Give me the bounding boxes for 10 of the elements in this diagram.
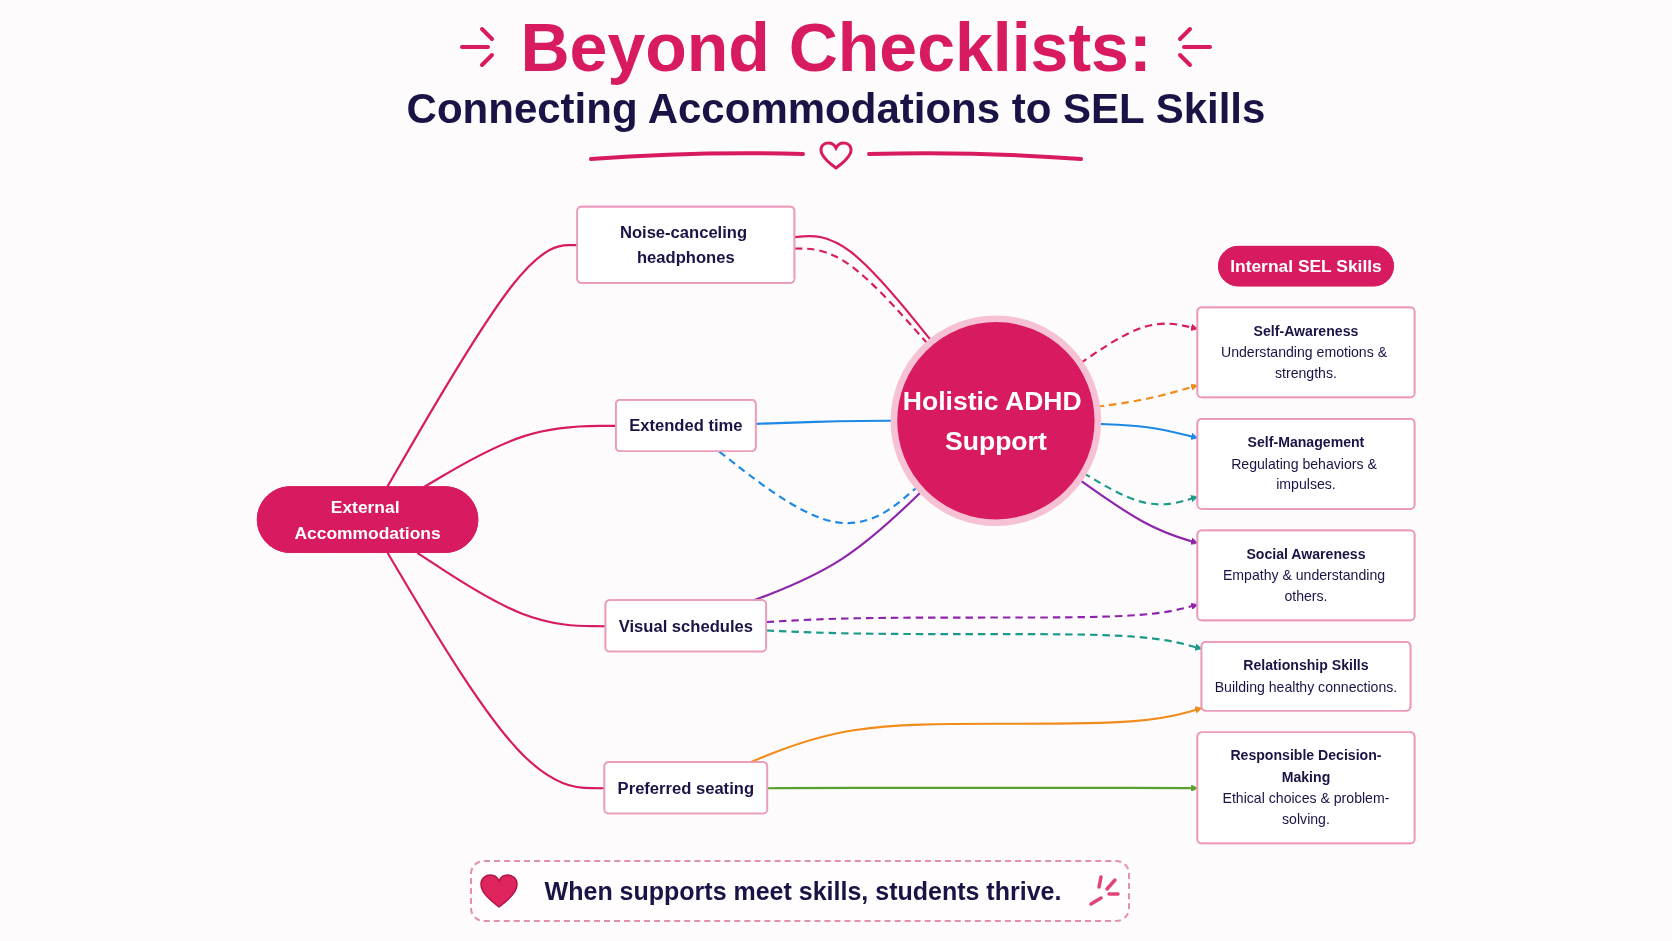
connector (386, 244, 578, 488)
caption: When supports meet skills, students thrive. (544, 876, 1062, 906)
title: Beyond Checklists: (520, 10, 1152, 85)
connector (753, 490, 923, 602)
arrow (749, 706, 1203, 764)
connector (386, 552, 605, 790)
subtitle: Connecting Accommodations to SEL Skills (406, 84, 1266, 134)
connector (718, 450, 919, 525)
node-circle: Holistic ADHD Support (890, 315, 1102, 527)
connector (416, 551, 606, 628)
